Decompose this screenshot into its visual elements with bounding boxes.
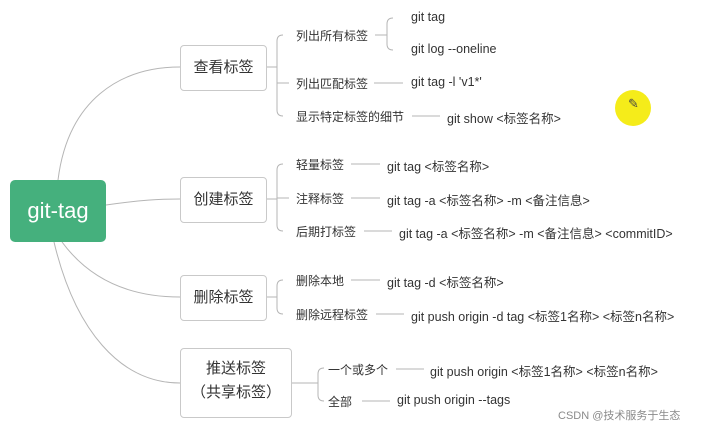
- connector-push-bracket: [317, 367, 325, 402]
- connector-list-all-bracket: [386, 17, 394, 51]
- cursor-highlight: [615, 90, 651, 126]
- branch-push-tags-subtitle: （共享标签）: [190, 384, 281, 401]
- branch-push-tags-title: 推送标签: [205, 360, 266, 377]
- item-delete-local: 删除本地: [296, 274, 345, 288]
- branch-delete-tags: 删除标签: [180, 275, 267, 321]
- command-git-log-oneline: git log --oneline: [411, 42, 497, 56]
- item-show-tag-detail: 显示特定标签的细节: [296, 110, 405, 124]
- command-git-show: git show <标签名称>: [447, 112, 561, 126]
- connector-delete-bracket: [276, 279, 284, 315]
- command-git-push-all-tags: git push origin --tags: [397, 393, 511, 407]
- command-git-tag-d: git tag -d <标签名称>: [387, 276, 504, 290]
- item-push-all: 全部: [328, 395, 353, 409]
- connector-root-view: [57, 66, 181, 181]
- root-node: git-tag: [10, 180, 106, 242]
- item-list-matching-tags: 列出匹配标签: [296, 77, 369, 91]
- command-git-tag-name: git tag <标签名称>: [387, 160, 490, 174]
- command-git-tag: git tag: [411, 10, 446, 24]
- item-push-one-or-more: 一个或多个: [328, 363, 389, 377]
- item-delete-remote: 删除远程标签: [296, 308, 369, 322]
- command-git-tag-a-m: git tag -a <标签名称> -m <备注信息>: [387, 194, 590, 208]
- connector-view-bracket: [276, 34, 284, 117]
- branch-view-tags: 查看标签: [180, 45, 267, 91]
- command-git-tag-l: git tag -l 'v1*': [411, 75, 482, 89]
- command-git-tag-commit: git tag -a <标签名称> -m <备注信息> <commitID>: [399, 227, 673, 241]
- watermark: CSDN @技术服务于生态: [558, 410, 681, 422]
- item-tag-later: 后期打标签: [296, 225, 357, 239]
- item-annotated-tag: 注释标签: [296, 192, 345, 206]
- connector-root-push: [53, 241, 181, 384]
- item-list-all-tags: 列出所有标签: [296, 29, 369, 43]
- command-git-push-tags-named: git push origin <标签1名称> <标签n名称>: [430, 365, 658, 379]
- pen-cursor-icon: ✎: [628, 96, 639, 111]
- connector-root-delete: [61, 241, 181, 298]
- branch-create-tags: 创建标签: [180, 177, 267, 223]
- command-git-push-delete: git push origin -d tag <标签1名称> <标签n名称>: [411, 310, 675, 324]
- item-lightweight-tag: 轻量标签: [296, 158, 345, 172]
- branch-push-tags: 推送标签 （共享标签）: [180, 348, 292, 418]
- connector-root-create: [105, 198, 181, 206]
